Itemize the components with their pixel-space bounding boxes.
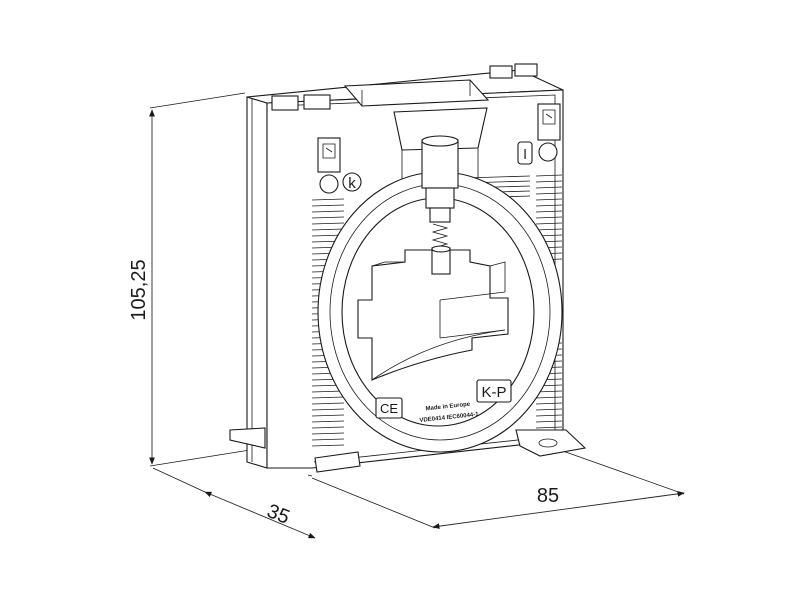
brand-logo: K-P [481, 384, 506, 401]
rib-line [535, 192, 563, 195]
rib-line [311, 396, 345, 399]
clamp-screw-head [421, 139, 459, 189]
side-face [246, 96, 268, 469]
terminal-right-group: l [517, 103, 561, 165]
rib-line [311, 198, 345, 201]
rib-line [535, 180, 563, 183]
terminal-left-badge [342, 172, 362, 192]
terminal-left-group: k [317, 137, 362, 194]
foot-left [229, 427, 266, 449]
rib-line [311, 438, 345, 441]
terminal-right-screw-housing [537, 103, 561, 141]
brand-logo-box [476, 379, 512, 403]
rib-line [535, 420, 563, 423]
top-terminal-left [271, 95, 299, 111]
foot-right-hole [538, 438, 558, 448]
rib-line [535, 396, 563, 399]
rib-line [535, 402, 563, 405]
rib-line [311, 426, 345, 429]
rib-line [311, 414, 345, 417]
foot-right [515, 429, 587, 457]
top-terminal-right-2 [514, 63, 538, 77]
terminal-right-badge [517, 141, 533, 165]
dimension-depth: 35 [152, 467, 316, 539]
top-clip [343, 79, 490, 107]
rib-line [535, 210, 563, 213]
terminal-left-screw-housing [317, 137, 341, 173]
rib-line [535, 408, 563, 411]
terminal-right-label: l [523, 146, 526, 162]
foot-front-left [314, 451, 361, 473]
rib-line [311, 222, 345, 225]
rib-line [535, 426, 563, 429]
terminal-right-screw [538, 142, 558, 162]
made-in-text: Made in Europe [425, 402, 471, 413]
rib-line [311, 420, 345, 423]
rib-line [311, 432, 345, 435]
rib-line [311, 402, 345, 405]
rib-line [535, 414, 563, 417]
mounting-feet [229, 427, 587, 473]
rib-line [311, 444, 345, 447]
rib-line [535, 198, 563, 201]
top-terminal-right [489, 65, 513, 79]
rib-line [311, 228, 345, 231]
rib-line [535, 216, 563, 219]
terminal-left-screw [319, 174, 339, 194]
rib-line [535, 228, 563, 231]
terminal-left-label: k [348, 175, 356, 192]
rib-line [311, 390, 345, 393]
rib-line [535, 222, 563, 225]
rib-line [311, 408, 345, 411]
dimension-width: 85 [311, 449, 685, 529]
dimension-height: 105,25 [128, 92, 251, 467]
rib-line [311, 216, 345, 219]
rib-line [535, 174, 563, 177]
width-dimension-label: 85 [537, 485, 559, 507]
ce-mark: CE [380, 401, 398, 416]
clamp-spring [431, 223, 449, 249]
rib-line [311, 210, 345, 213]
busbar-cutout [357, 249, 509, 381]
clamp-screw [421, 135, 459, 275]
clamp-screw-body [425, 187, 455, 209]
height-dimension-label: 105,25 [128, 259, 150, 320]
rib-line [535, 186, 563, 189]
rib-line [535, 204, 563, 207]
ce-mark-box [375, 397, 403, 419]
top-terminal-left-2 [303, 94, 331, 110]
depth-dimension-label: 35 [264, 500, 293, 529]
clamp-nut [429, 207, 451, 223]
rib-line [311, 204, 345, 207]
